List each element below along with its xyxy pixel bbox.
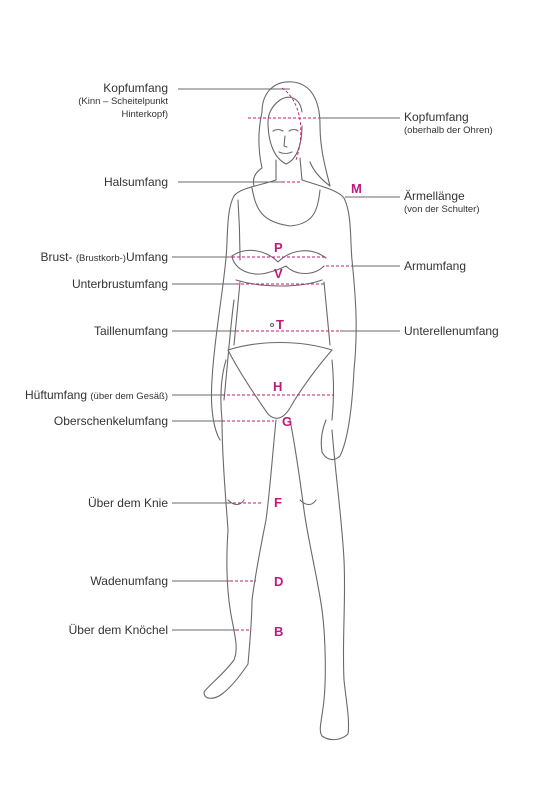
label-unterbrustumfang: Unterbrustumfang bbox=[71, 277, 168, 291]
letter-f: F bbox=[274, 495, 282, 510]
letter-h: H bbox=[273, 379, 283, 394]
label-kopfumfang-left-sub1: (Kinn – Scheitelpunkt bbox=[78, 96, 168, 107]
label-aermellaenge-sub: (von der Schulter) bbox=[404, 204, 480, 215]
label-hueftumfang: Hüftumfang (über dem Gesäß) bbox=[25, 388, 168, 404]
label-ueber-knie: Über dem Knie bbox=[87, 496, 168, 510]
measurement-dashes bbox=[222, 87, 352, 631]
label-wadenumfang: Wadenumfang bbox=[90, 574, 168, 588]
letter-t: T bbox=[276, 317, 284, 332]
label-kopfumfang-left: Kopfumfang bbox=[103, 81, 168, 95]
letter-g: G bbox=[282, 414, 293, 429]
letter-v: V bbox=[274, 266, 283, 281]
label-brust-part2: (Brustkorb-) bbox=[75, 253, 126, 264]
label-unterellenumfang: Unterellenumfang bbox=[404, 324, 499, 338]
body-outline bbox=[203, 81, 357, 741]
label-brust-part3: Umfang bbox=[125, 250, 168, 264]
letter-m: M bbox=[351, 181, 362, 196]
label-oberschenkelumfang: Oberschenkelumfang bbox=[53, 414, 168, 428]
label-brust-part1: Brust- bbox=[40, 250, 73, 264]
leader-lines bbox=[172, 88, 400, 631]
label-hueftumfang-sub: (über dem Gesäß) bbox=[90, 391, 168, 402]
label-kopfumfang-right-sub: (oberhalb der Ohren) bbox=[404, 125, 493, 136]
label-aermellaenge: Ärmellänge bbox=[404, 189, 465, 203]
label-kopfumfang-left-sub2: Hinterkopf) bbox=[121, 109, 168, 120]
label-ueber-knoechel: Über dem Knöchel bbox=[68, 623, 168, 637]
label-kopfumfang-right: Kopfumfang bbox=[404, 110, 469, 124]
letter-d: D bbox=[274, 574, 284, 589]
label-kopfumfang-left-title: Kopfumfang bbox=[103, 81, 168, 95]
label-armumfang: Armumfang bbox=[404, 259, 467, 273]
letter-b: B bbox=[274, 624, 284, 639]
label-hueftumfang-title: Hüftumfang bbox=[24, 388, 88, 402]
label-taillenumfang: Taillenumfang bbox=[93, 324, 168, 338]
label-halsumfang: Halsumfang bbox=[103, 175, 168, 189]
letter-p: P bbox=[274, 240, 283, 255]
label-brust: Brust- (Brustkorb-)Umfang bbox=[40, 250, 168, 266]
